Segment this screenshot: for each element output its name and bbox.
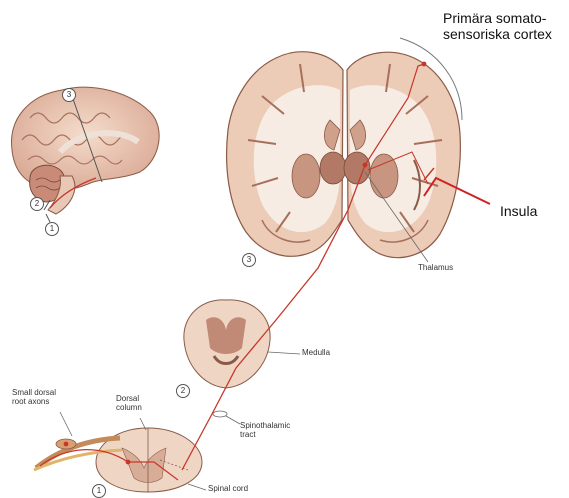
- insula-label: Insula: [500, 203, 537, 219]
- section-number-2-medulla: 2: [176, 384, 190, 398]
- spinal-cord-label: Spinal cord: [208, 484, 248, 493]
- coronal-brain-section: [227, 38, 490, 262]
- medulla-label: Medulla: [302, 348, 330, 357]
- small-dorsal-root-axons-label: Small dorsal root axons: [12, 388, 56, 406]
- spinothalamic-tract-label: Spinothalamic tract: [240, 421, 290, 439]
- section-number-3-sagittal: 3: [62, 88, 76, 102]
- section-number-2-sagittal: 2: [30, 197, 44, 211]
- thalamus-label: Thalamus: [418, 263, 453, 272]
- section-number-1-spinal: 1: [92, 484, 106, 498]
- primary-somatosensory-cortex-label: Primära somato- sensoriska cortex: [443, 10, 552, 42]
- section-number-1-sagittal: 1: [45, 222, 59, 236]
- medulla-section: [184, 300, 300, 388]
- cortex-terminal-dot: [422, 62, 427, 67]
- dorsal-column-label: Dorsal column: [116, 394, 142, 412]
- spinal-cord-section: [34, 412, 206, 492]
- section-number-3-coronal: 3: [242, 253, 256, 267]
